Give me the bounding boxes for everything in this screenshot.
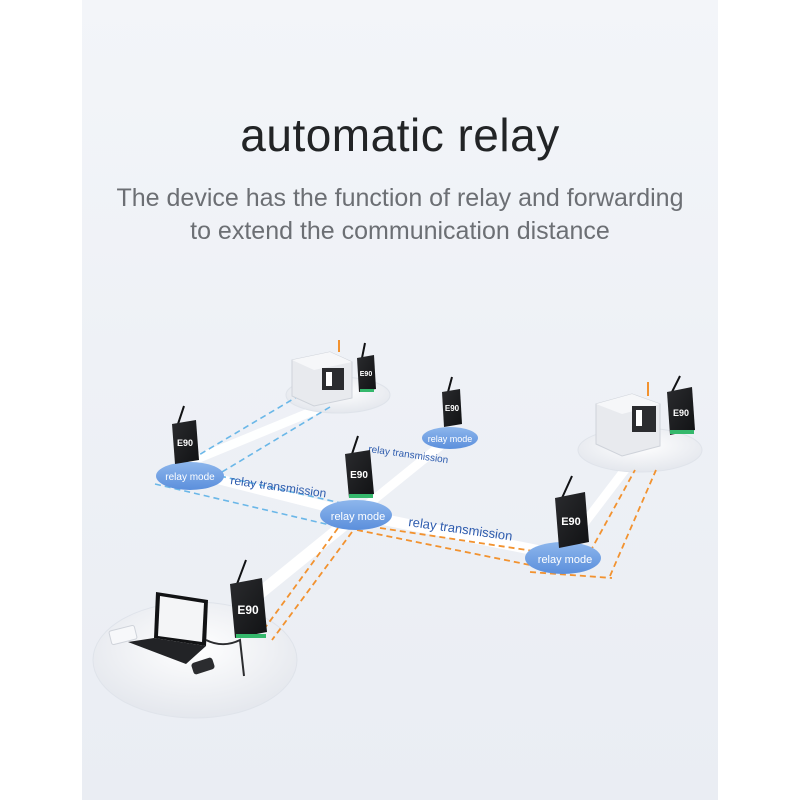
page-subtitle: The device has the function of relay and…: [0, 182, 800, 248]
device-model-label: E90: [350, 470, 368, 481]
relay-mode-label: relay mode: [538, 554, 592, 566]
relay-mode-label: relay mode: [428, 434, 473, 444]
phone: [191, 657, 215, 675]
relay-node-top: relay mode: [422, 427, 478, 449]
machine-right: [595, 382, 661, 457]
tablet: [108, 624, 138, 646]
relay-node-center: relay mode: [320, 500, 392, 530]
relay-node-right: relay mode: [525, 542, 601, 574]
usb-cable: [205, 638, 245, 677]
device-model-label: E90: [673, 408, 689, 418]
machine-left: [291, 340, 353, 407]
device-model-label: E90: [445, 404, 460, 413]
e90-device-top: E90: [442, 376, 462, 427]
e90-device-left: E90: [172, 405, 199, 464]
laptop: [128, 592, 208, 664]
e90-device-laptop: E90: [230, 559, 267, 638]
page-title: automatic relay: [240, 109, 560, 161]
e90-device-warehouse-left: E90: [357, 342, 376, 392]
host-links: [261, 469, 657, 641]
device-model-label: E90: [561, 516, 581, 528]
e90-device-warehouse-right: E90: [667, 375, 695, 435]
subtitle-line-2: to extend the communication distance: [190, 217, 610, 245]
device-model-label: E90: [360, 371, 373, 378]
device-model-label: E90: [237, 603, 259, 617]
relay-mode-label: relay mode: [331, 511, 385, 523]
relay-node-left: relay mode: [156, 462, 224, 490]
e90-device-right: E90: [555, 475, 589, 548]
subtitle-line-1: The device has the function of relay and…: [116, 184, 684, 212]
relay-mode-label: relay mode: [165, 472, 215, 483]
e90-device-center: E90: [345, 435, 374, 498]
device-model-label: E90: [177, 438, 193, 448]
